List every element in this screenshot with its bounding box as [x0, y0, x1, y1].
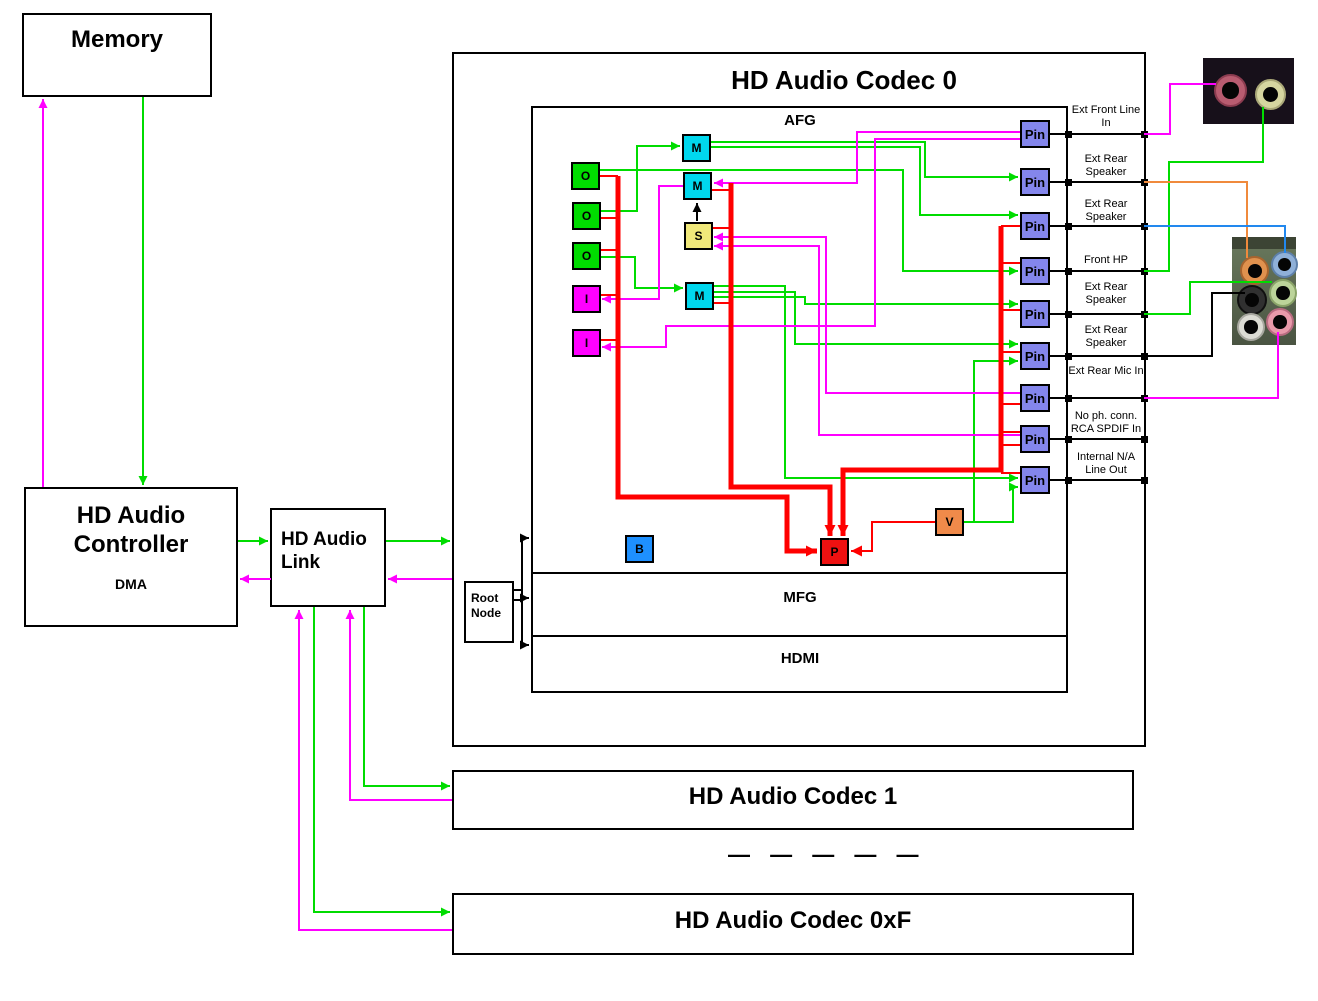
rear-panel-jacks-photo: [1232, 237, 1298, 345]
blue-jack-icon: [1271, 251, 1298, 278]
green-wires: [138, 97, 1272, 917]
hd-audio-controller-title: HD Audio Controller: [73, 502, 189, 558]
hd-audio-codec0-box: HD Audio Codec 0: [452, 52, 1146, 747]
wire-pin4-to-lime-jack-front: [1144, 107, 1264, 272]
hd-audio-codec1-box: HD Audio Codec 1: [452, 770, 1134, 830]
port-label-ext-rear-speaker-4: Ext Rear Speaker: [1084, 324, 1128, 349]
wire-mixer3-to-pin6: [714, 291, 1018, 349]
wire-output2-to-mixer1: [601, 141, 680, 212]
audio-input-widget-1: I: [572, 285, 601, 313]
port-label-ext-front-line-in: Ext Front Line In: [1071, 104, 1141, 129]
wire-mixer3-to-pin5: [714, 296, 1018, 309]
wire-volume-to-pin9: [963, 482, 1018, 523]
wire-pin3-to-blue-jack: [1144, 225, 1286, 253]
port-label-ext-rear-speaker-1: Ext Rear Speaker: [1084, 153, 1128, 178]
hd-audio-link-title: HD Audio Link: [281, 529, 367, 573]
volume-widget: V: [935, 508, 964, 536]
orange-jack-icon: [1240, 256, 1269, 285]
port-label-ext-rear-speaker-3: Ext Rear Speaker: [1084, 281, 1128, 306]
power-trunk-mid-to-power-widget: [728, 183, 836, 536]
pin-widget-2: Pin: [1020, 168, 1050, 196]
wire-pin1-to-pink-jack-front: [1144, 83, 1216, 135]
pin-widget-7: Pin: [1020, 384, 1050, 412]
wire-pin7-to-selector: [714, 232, 1020, 394]
white-jack-icon: [1237, 313, 1265, 341]
port-label-internal-line-out: Internal N/A Line Out: [1076, 451, 1136, 476]
pin-widget-3: Pin: [1020, 212, 1050, 240]
front-panel-jacks-photo: [1203, 58, 1294, 124]
memory-box: Memory: [22, 13, 212, 97]
magenta-wires: [38, 83, 1279, 931]
more-codecs-ellipsis: — — — — —: [728, 842, 926, 867]
wire-link-to-codecF: [313, 607, 450, 917]
wire-pin2-to-orange-jack: [1144, 181, 1248, 258]
afg-label: AFG: [784, 112, 816, 129]
wire-pin1-to-mixer2: [714, 131, 1020, 188]
wire-output3-to-mixer3: [601, 256, 683, 293]
hdmi-label: HDMI: [780, 650, 820, 667]
memory-title: Memory: [70, 26, 164, 53]
selector-widget: S: [684, 222, 713, 250]
wire-pin6-to-black-jack: [1144, 292, 1245, 357]
hd-audio-codec1-title: HD Audio Codec 1: [688, 783, 898, 810]
hd-audio-link-box: HD Audio Link: [270, 508, 386, 607]
mixer-widget-1: M: [682, 134, 711, 162]
black-jack-icon: [1237, 285, 1267, 315]
hd-audio-codecF-title: HD Audio Codec 0xF: [674, 907, 912, 934]
mixer-widget-2: M: [683, 172, 712, 200]
mfg-hdmi-divider: [533, 635, 1066, 637]
port-label-ext-rear-speaker-2: Ext Rear Speaker: [1084, 198, 1128, 223]
wire-pin8-to-selector: [714, 241, 1020, 436]
wire-volume-to-pin6: [973, 356, 1018, 522]
pin-widget-5: Pin: [1020, 300, 1050, 328]
power-trunk-right-to-power-widget: [837, 226, 1004, 536]
red-power-stubs: [600, 175, 1020, 557]
audio-input-widget-2: I: [572, 329, 601, 357]
red-power-trunks: [615, 176, 1004, 557]
wire-mixer1-to-pin3: [711, 146, 1018, 220]
wire-mixer3-to-pin9: [714, 285, 1018, 483]
port-label-front-hp: Front HP: [1083, 254, 1128, 266]
audio-output-widget-1: O: [571, 162, 600, 190]
pin-widget-6: Pin: [1020, 342, 1050, 370]
mixer-widget-3: M: [685, 282, 714, 310]
pin-widget-9: Pin: [1020, 466, 1050, 494]
wire-pin7-to-pink-jack-rear: [1144, 332, 1279, 399]
power-trunk-left-to-power-widget: [615, 176, 817, 557]
wire-link-to-codec1: [363, 607, 450, 791]
audio-output-widget-2: O: [572, 202, 601, 230]
beep-widget: B: [625, 535, 654, 563]
root-node-label: Root Node: [471, 591, 501, 620]
wire-output1-to-pin4: [600, 169, 1018, 276]
dma-label: DMA: [115, 576, 147, 592]
afg-mfg-divider: [533, 572, 1066, 574]
pin-widget-4: Pin: [1020, 257, 1050, 285]
lime-jack-icon: [1269, 279, 1297, 307]
wire-pin5-to-lime-jack-rear: [1144, 281, 1272, 315]
audio-output-widget-3: O: [572, 242, 601, 270]
pink-jack-icon: [1266, 308, 1294, 336]
root-node-box: Root Node: [464, 581, 514, 643]
hd-audio-controller-box: HD Audio Controller DMA: [24, 487, 238, 627]
power-widget: P: [820, 538, 849, 566]
wire-codec1-to-link: [345, 610, 452, 801]
wire-codecF-to-link: [294, 610, 452, 931]
mfg-label: MFG: [783, 589, 817, 606]
hd-audio-codec0-title: HD Audio Codec 0: [731, 65, 957, 95]
wire-volume-to-power-widget: [851, 521, 935, 557]
black-wires: [514, 203, 1245, 650]
pink-jack-icon: [1214, 74, 1247, 107]
port-label-rca-spdif-in: No ph. conn. RCA SPDIF In: [1070, 410, 1142, 435]
pin-port-connectors: [1049, 133, 1144, 481]
port-label-ext-rear-mic-in: Ext Rear Mic In: [1068, 365, 1144, 377]
pin-widget-1: Pin: [1020, 120, 1050, 148]
lime-jack-icon: [1255, 79, 1286, 110]
pin-widget-8: Pin: [1020, 425, 1050, 453]
wire-pin1-to-input2: [602, 138, 1020, 352]
hd-audio-codecF-box: HD Audio Codec 0xF: [452, 893, 1134, 955]
wire-mixer2-to-input1: [602, 185, 683, 304]
wire-mixer1-to-pin2: [711, 141, 1018, 182]
